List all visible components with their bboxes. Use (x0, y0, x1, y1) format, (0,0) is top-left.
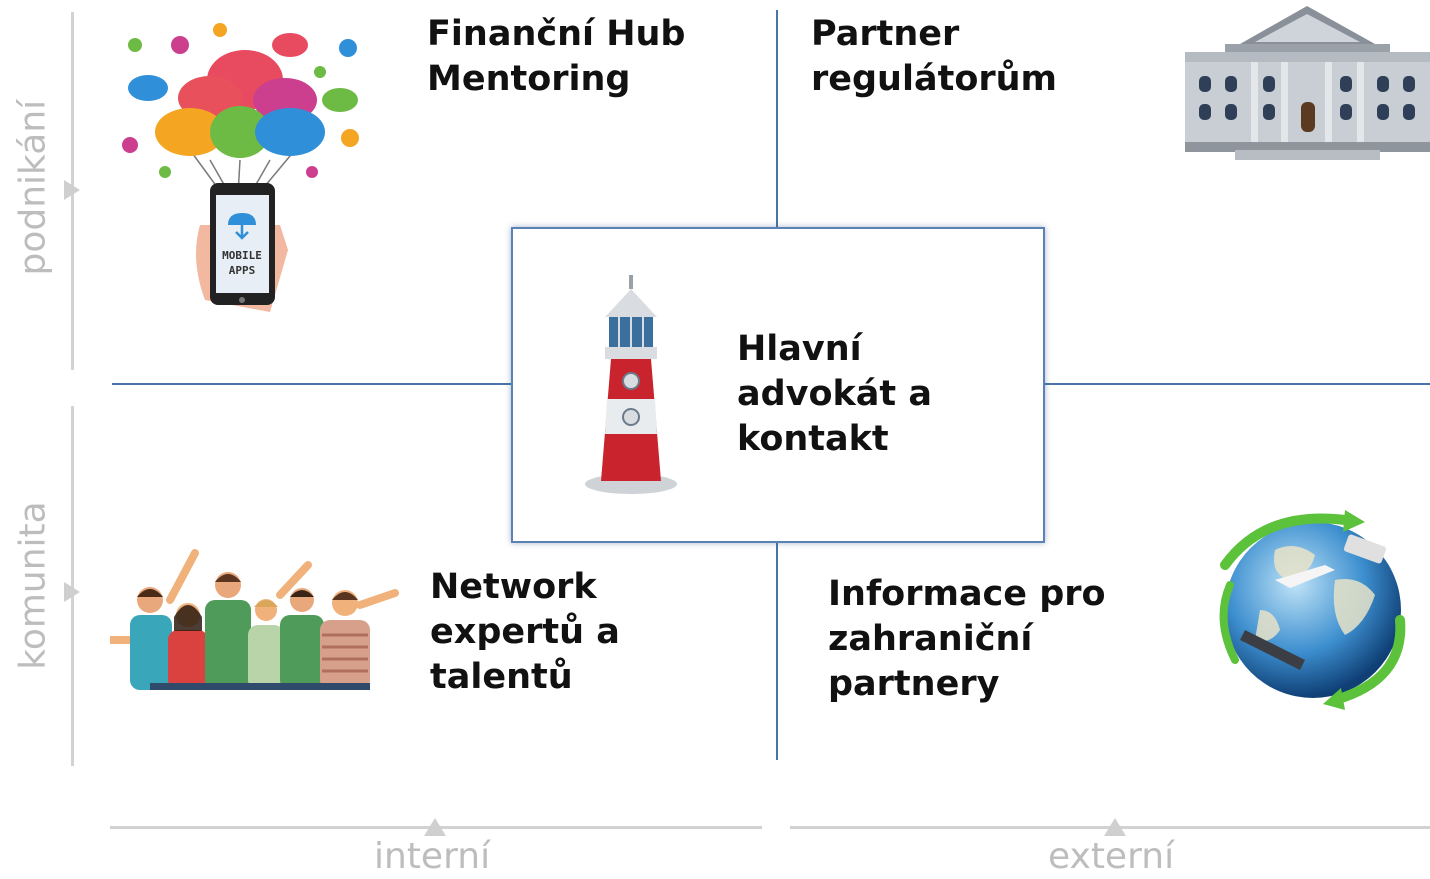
title-line: talentů (430, 657, 573, 697)
y-axis-bottom-arrow-icon (64, 582, 80, 602)
quadrant-title-top-left: Finanční Hub Mentoring (427, 12, 685, 102)
title-line: Partner (811, 14, 960, 54)
horizontal-divider-left (112, 383, 512, 385)
title-line: expertů a (430, 612, 620, 652)
title-line: Hlavní (737, 329, 862, 369)
title-line: Mentoring (427, 59, 631, 99)
quadrant-title-top-right: Partner regulátorům (811, 12, 1057, 102)
title-line: Informace pro (828, 574, 1106, 614)
y-axis-label-top: podnikání (12, 99, 54, 276)
x-axis-left-arrow-icon (424, 818, 446, 836)
title-line: partnery (828, 664, 1000, 704)
horizontal-divider-right (1041, 383, 1430, 385)
phone-text-line2: APPS (229, 264, 256, 277)
government-building-icon (1185, 6, 1430, 160)
globe-trade-icon (1219, 510, 1406, 710)
title-line: kontakt (737, 419, 889, 459)
phone-text-line1: MOBILE (222, 249, 262, 262)
title-line: advokát a (737, 374, 932, 414)
x-axis-label-right: externí (1048, 836, 1175, 877)
mobile-apps-cloud-icon: MOBILE APPS (122, 23, 359, 312)
vertical-divider-top (776, 10, 778, 228)
lighthouse-icon (585, 275, 677, 494)
title-line: regulátorům (811, 59, 1058, 99)
quadrant-title-bottom-right: Informace pro zahraniční partnery (828, 572, 1106, 707)
center-box: Hlavní advokát a kontakt (511, 227, 1045, 543)
people-group-icon (110, 549, 399, 690)
title-line: zahraniční (828, 619, 1033, 659)
title-line: Finanční Hub (427, 14, 686, 54)
x-axis-label-left: interní (374, 836, 491, 877)
center-title: Hlavní advokát a kontakt (737, 327, 932, 462)
x-axis-right-arrow-icon (1104, 818, 1126, 836)
y-axis-label-bottom: komunita (12, 501, 54, 670)
title-line: Network (430, 567, 597, 607)
vertical-divider-bottom (776, 540, 778, 760)
y-axis-top-arrow-icon (64, 180, 80, 200)
quadrant-title-bottom-left: Network expertů a talentů (430, 565, 620, 700)
